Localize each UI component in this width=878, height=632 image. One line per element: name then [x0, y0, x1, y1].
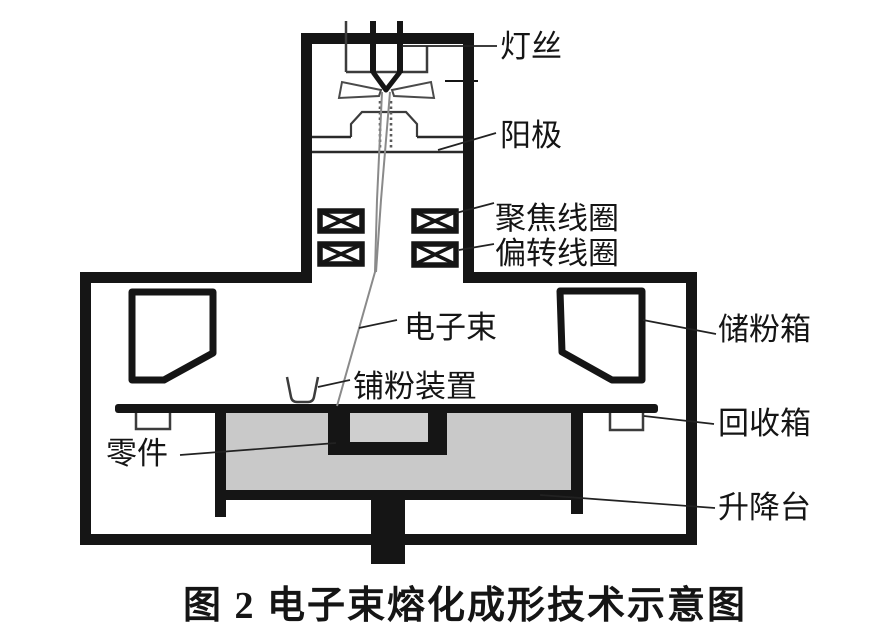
leader-deflection-coil: [458, 243, 495, 251]
filament-lead-right: [397, 21, 403, 73]
beam-line-2: [375, 91, 391, 273]
gun-column: [301, 21, 478, 283]
column-top: [301, 33, 474, 44]
powder-hoppers: [128, 287, 646, 384]
leader-anode: [437, 132, 497, 151]
leader-focusing-coil: [455, 202, 495, 214]
leader-powder-spreader: [317, 379, 351, 388]
column-right-wall: [463, 33, 474, 283]
filament-v-tip: [370, 70, 402, 93]
chamber-left-wall: [80, 272, 91, 545]
column-left-wall: [301, 33, 312, 283]
recovery-box-shape: [608, 413, 645, 432]
chamber-top-left: [80, 272, 301, 283]
anode-mound: [349, 110, 419, 137]
right-hopper: [556, 287, 646, 384]
powder-spreader-cup: [285, 376, 320, 404]
wehnelt-left-wing: [337, 80, 383, 100]
deflection-coil-left: [317, 241, 365, 267]
leader-part: [179, 442, 337, 456]
label-deflection-coil: 偏转线圈: [495, 236, 619, 271]
leader-electron-beam: [358, 319, 398, 329]
vacuum-chamber: [80, 272, 697, 545]
chamber-right-wall: [686, 272, 697, 545]
label-lift-platform: 升降台: [718, 490, 811, 525]
piston-stem: [371, 500, 405, 564]
left-under-table-box: [134, 413, 172, 431]
label-anode: 阳极: [500, 118, 562, 153]
part-cavity: [350, 408, 428, 442]
platform-plate: [226, 490, 571, 500]
chamber-top-right: [474, 272, 697, 283]
leader-lines: [179, 45, 717, 509]
label-powder-spreader: 铺粉装置: [353, 369, 477, 404]
electron-beam-lines: [336, 91, 391, 407]
figure-caption: 图 2 电子束熔化成形技术示意图: [183, 585, 747, 627]
chamber-bottom: [80, 534, 697, 545]
build-tank: [215, 408, 583, 564]
leader-lift-platform: [539, 494, 716, 509]
label-filament: 灯丝: [500, 29, 562, 64]
label-powder-hopper: 储粉箱: [718, 312, 811, 347]
work-table: [115, 404, 658, 413]
wehnelt-right-wing: [390, 80, 436, 100]
leader-recovery-box: [643, 415, 715, 425]
label-electron-beam: 电子束: [404, 310, 497, 345]
tank-right-wall: [571, 410, 583, 514]
focusing-coil-left: [317, 208, 365, 234]
labels: 灯丝 阳极 聚焦线圈 偏转线圈 电子束 储粉箱 铺粉装置 回收箱 零件 升降台 …: [106, 29, 811, 627]
deflection-coil-right: [411, 241, 459, 268]
beam-line-1: [336, 91, 383, 407]
focusing-coil-right: [411, 208, 459, 234]
cup-outline: [346, 46, 429, 74]
label-focusing-coil: 聚焦线圈: [495, 201, 619, 236]
table-area: [115, 376, 658, 432]
label-recovery-box: 回收箱: [718, 406, 811, 441]
leader-powder-hopper: [642, 319, 717, 335]
left-hopper: [128, 288, 217, 384]
coil-symbols: [317, 208, 459, 268]
label-part: 零件: [106, 436, 168, 471]
filament-lead-left: [370, 21, 376, 73]
tank-left-wall: [215, 410, 226, 517]
